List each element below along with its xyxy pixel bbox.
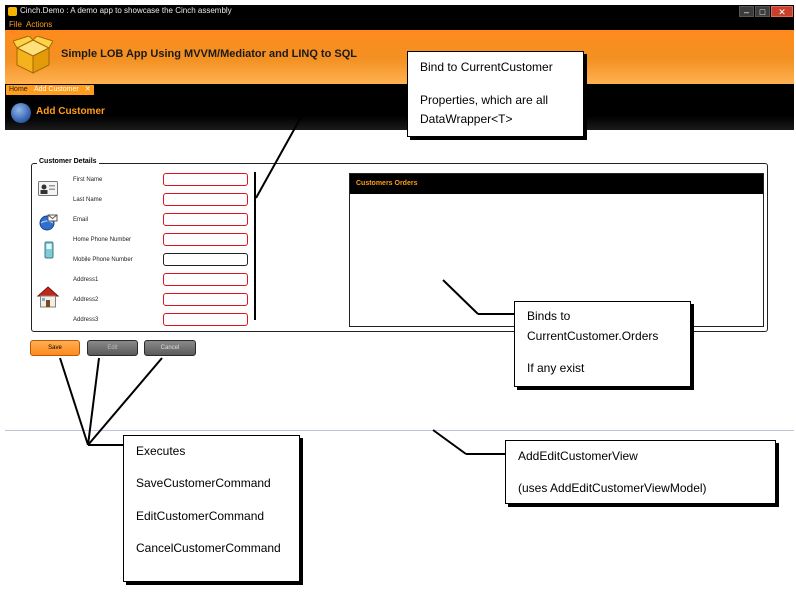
home-phone-label: Home Phone Number <box>73 237 132 243</box>
open-box-icon <box>13 36 53 74</box>
mobile-phone-icon <box>44 241 54 259</box>
callout-executes-line4: CancelCustomerCommand <box>136 541 281 555</box>
callout-executes-line2: SaveCustomerCommand <box>136 476 271 490</box>
email-globe-icon <box>39 214 58 231</box>
title-bar[interactable]: Cinch.Demo : A demo app to showcase the … <box>5 5 794 19</box>
app-icon <box>8 7 17 16</box>
address3-label: Address3 <box>73 317 99 323</box>
view-header: Add Customer <box>5 95 794 130</box>
callout-bind-current-line1: Bind to CurrentCustomer <box>420 60 553 74</box>
customer-avatar-icon <box>11 103 31 123</box>
view-title: Add Customer <box>36 106 105 117</box>
save-button[interactable]: Save <box>30 340 80 356</box>
callout-executes-commands: Executes SaveCustomerCommand EditCustome… <box>123 435 300 582</box>
callout-executes-line3: EditCustomerCommand <box>136 509 265 523</box>
mobile-phone-input[interactable] <box>163 253 248 266</box>
bind-bracket-line <box>254 172 256 320</box>
tab-strip: Home Add Customer ✕ <box>5 84 794 95</box>
menu-actions[interactable]: Actions <box>26 20 53 29</box>
email-input[interactable] <box>163 213 248 226</box>
email-label: Email <box>73 217 89 223</box>
id-card-icon <box>38 181 58 196</box>
app-banner: Simple LOB App Using MVVM/Mediator and L… <box>5 30 794 84</box>
app-title: Simple LOB App Using MVVM/Mediator and L… <box>61 48 357 60</box>
window-bottom-edge <box>5 430 794 431</box>
tab-home-label: Home <box>9 86 28 93</box>
first-name-input[interactable] <box>163 173 248 186</box>
last-name-label: Last Name <box>73 197 103 203</box>
address1-label: Address1 <box>73 277 99 283</box>
address3-input[interactable] <box>163 313 248 326</box>
tab-add-customer-label: Add Customer <box>34 86 79 93</box>
menu-bar: File Actions <box>5 19 794 30</box>
callout-view: AddEditCustomerView (uses AddEditCustome… <box>505 440 776 504</box>
customer-orders-title: Customers Orders <box>356 180 418 187</box>
tab-add-customer[interactable]: Add Customer ✕ <box>31 85 94 95</box>
edit-button[interactable]: Edit <box>87 340 138 356</box>
address2-input[interactable] <box>163 293 248 306</box>
customer-details-group: Customer Details <box>31 158 768 332</box>
close-tab-icon[interactable]: ✕ <box>84 86 91 93</box>
minimize-button[interactable]: – <box>739 6 754 17</box>
close-window-button[interactable]: ✕ <box>771 6 793 17</box>
last-name-input[interactable] <box>163 193 248 206</box>
callout-view-line1: AddEditCustomerView <box>518 449 638 463</box>
cancel-button[interactable]: Cancel <box>144 340 196 356</box>
address2-label: Address2 <box>73 297 99 303</box>
address1-input[interactable] <box>163 273 248 286</box>
callout-bind-current-customer: Bind to CurrentCustomer Properties, whic… <box>407 51 584 137</box>
customer-orders-header: Customers Orders <box>350 174 763 194</box>
callout-orders-line2: CurrentCustomer.Orders <box>527 329 659 343</box>
customer-details-legend: Customer Details <box>37 158 99 165</box>
first-name-label: First Name <box>73 177 103 183</box>
callout-bind-current-line2: Properties, which are all <box>420 93 549 107</box>
callout-view-line2: (uses AddEditCustomerViewModel) <box>518 481 707 495</box>
callout-executes-line1: Executes <box>136 444 186 458</box>
tab-home[interactable]: Home <box>6 85 31 95</box>
callout-binds-orders: Binds to CurrentCustomer.Orders If any e… <box>514 301 691 387</box>
window-title: Cinch.Demo : A demo app to showcase the … <box>20 6 232 15</box>
home-phone-input[interactable] <box>163 233 248 246</box>
callout-orders-line3: If any exist <box>527 361 585 375</box>
house-icon <box>37 286 59 308</box>
callout-orders-line1: Binds to <box>527 309 571 323</box>
menu-file[interactable]: File <box>9 20 22 29</box>
maximize-button[interactable]: □ <box>755 6 770 17</box>
mobile-phone-label: Mobile Phone Number <box>73 257 133 263</box>
callout-bind-current-line3: DataWrapper<T> <box>420 112 513 126</box>
